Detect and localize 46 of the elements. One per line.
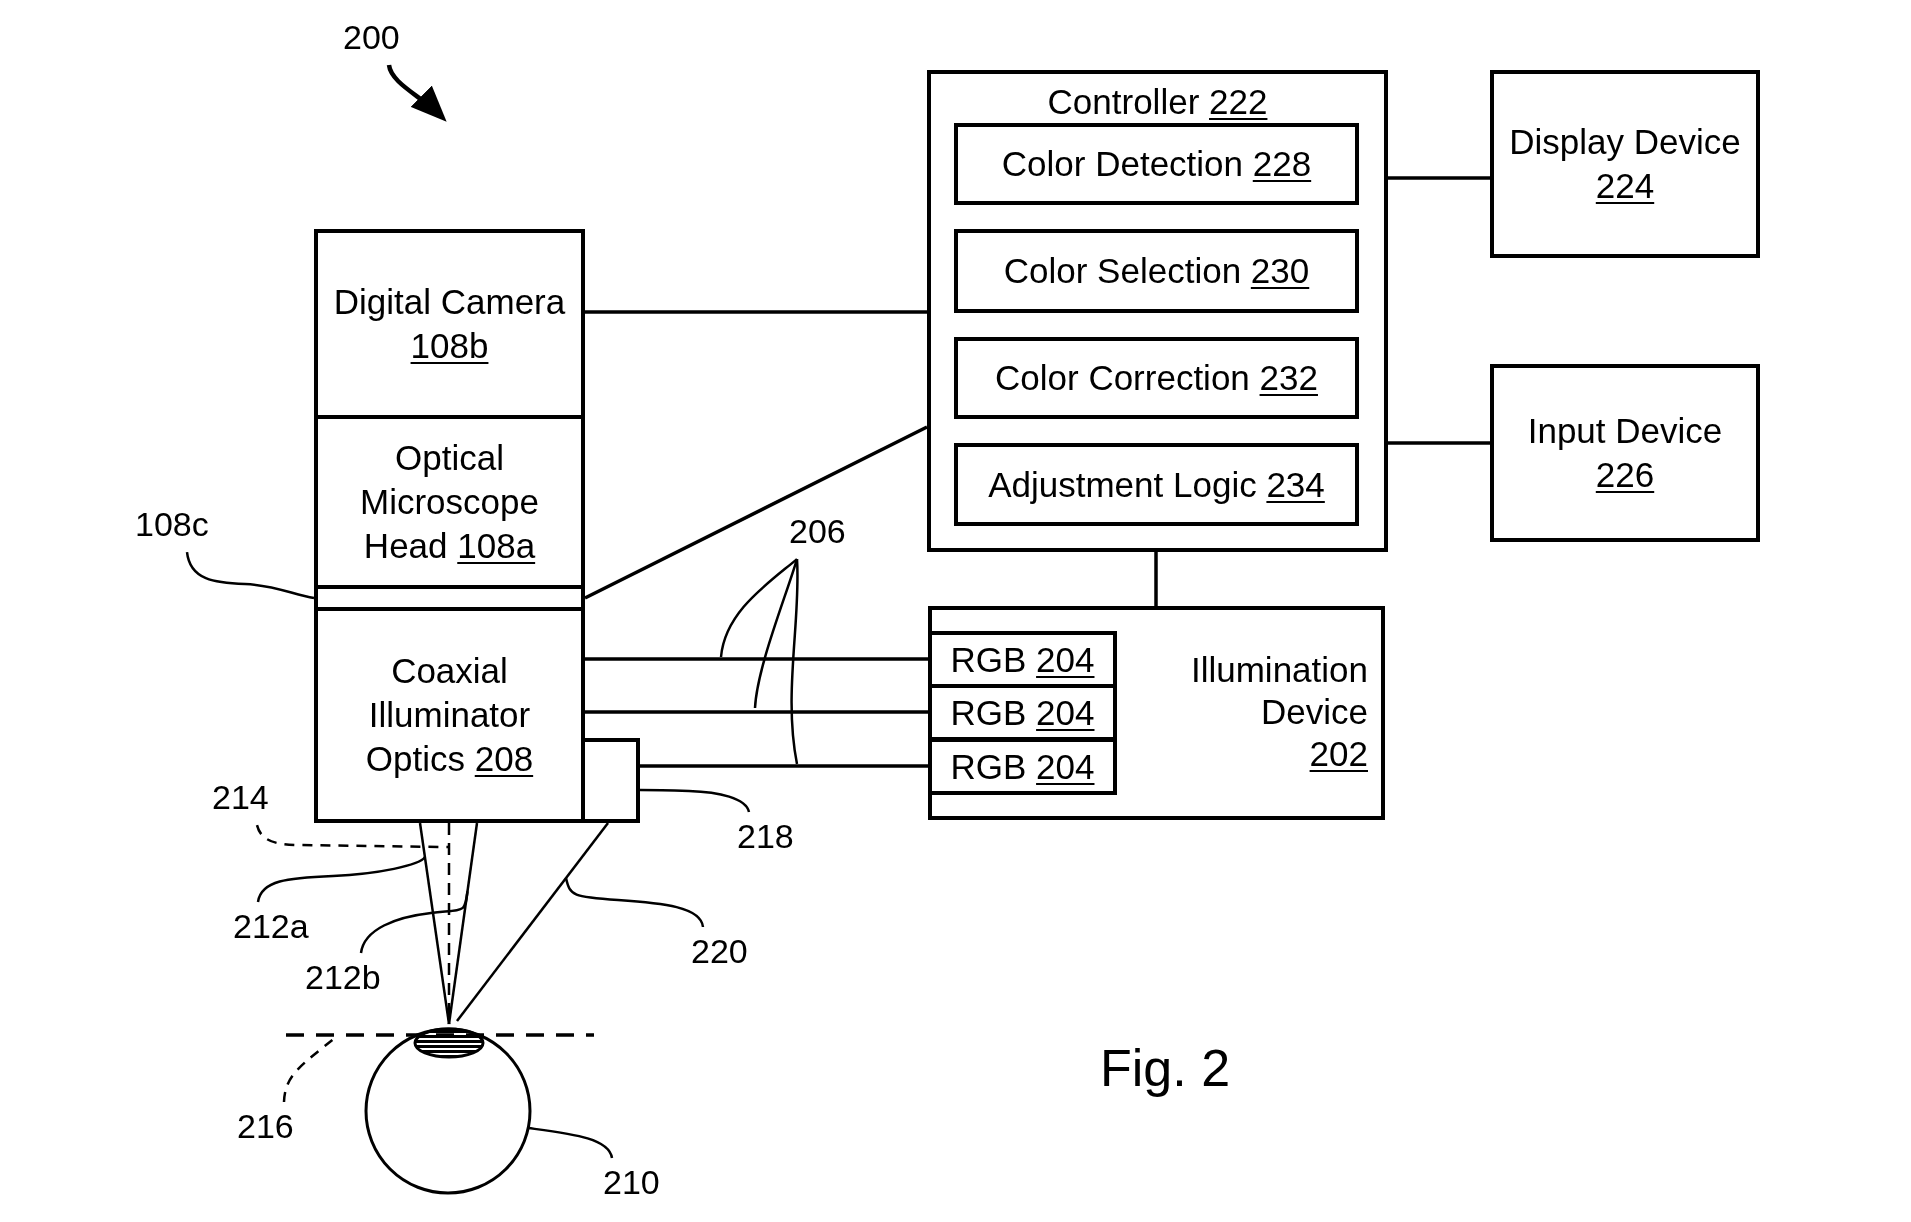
block-box: Color Correction 232	[954, 337, 1359, 419]
connector-line	[640, 764, 928, 768]
reference-numeral: 206	[789, 512, 846, 552]
reference-numeral: 200	[343, 18, 400, 58]
light-ray	[447, 822, 479, 1025]
dashed-plane-line	[286, 1033, 594, 1037]
reference-numeral: 220	[691, 932, 748, 972]
leader-line	[255, 824, 449, 849]
reference-numeral: 216	[237, 1107, 294, 1147]
reference-numeral: 218	[737, 817, 794, 857]
leader-line	[719, 558, 798, 658]
optical-axis-line	[447, 823, 451, 1024]
connector-line	[585, 657, 928, 661]
connector-line	[1388, 176, 1490, 180]
block-box: Display Device 224	[1490, 70, 1760, 258]
block-box: Input Device 226	[1490, 364, 1760, 542]
leader-line	[564, 877, 705, 928]
block-box: Color Selection 230	[954, 229, 1359, 313]
reference-numeral: 212a	[233, 907, 309, 947]
reference-numeral: 214	[212, 778, 269, 818]
reference-numeral: 212b	[305, 958, 381, 998]
leader-line	[256, 856, 426, 903]
container-box	[928, 606, 1385, 820]
leader-line	[185, 551, 315, 600]
light-ray	[456, 822, 609, 1022]
leader-line	[753, 558, 799, 709]
reference-numeral: 210	[603, 1163, 660, 1203]
block-box: Color Detection 228	[954, 123, 1359, 205]
block-box: Adjustment Logic 234	[954, 443, 1359, 526]
reference-numeral: 108c	[135, 505, 209, 545]
leader-line	[640, 788, 751, 813]
connector-line	[1388, 441, 1490, 445]
block-heading: Controller 222	[1047, 81, 1268, 123]
connector-line	[585, 310, 927, 314]
eye-drawing	[364, 1027, 532, 1195]
connector-line	[1154, 552, 1158, 606]
container-box	[927, 70, 1388, 552]
leader-line	[359, 891, 469, 954]
connector-line	[585, 710, 928, 714]
leader-line	[790, 559, 799, 765]
figure-caption: Fig. 2	[1100, 1039, 1231, 1099]
reference-arrow	[386, 64, 447, 122]
leader-line	[528, 1126, 614, 1159]
connector-line	[584, 425, 928, 600]
block-heading: Illumination Device 202	[1189, 649, 1368, 775]
light-ray	[418, 822, 451, 1025]
